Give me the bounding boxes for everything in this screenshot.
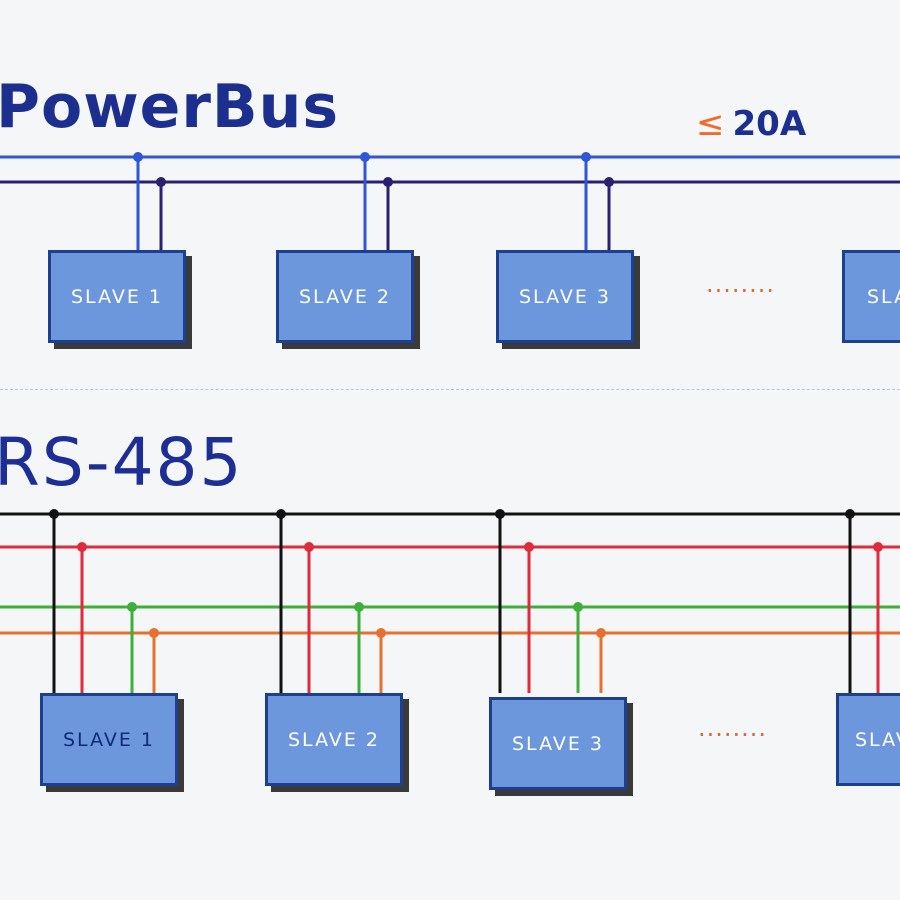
current-limit-label: ≤20A: [696, 104, 806, 144]
rs485-slave-4: SLAV: [836, 693, 900, 786]
current-limit-value: 20A: [732, 104, 807, 144]
powerbus-title: PowerBus: [0, 72, 340, 142]
rs485-slave-2: SLAVE 2: [265, 693, 403, 786]
powerbus-ellipsis: ........: [706, 270, 776, 298]
rs485-title: RS-485: [0, 424, 244, 501]
powerbus-slave-1: SLAVE 1: [48, 250, 186, 343]
junction-dot: [354, 602, 364, 612]
junction-dot: [133, 152, 143, 162]
junction-dot: [304, 542, 314, 552]
junction-dot: [524, 542, 534, 552]
junction-dot: [604, 177, 614, 187]
junction-dot: [49, 509, 59, 519]
junction-dot: [573, 602, 583, 612]
rs485-slave-1: SLAVE 1: [40, 693, 178, 786]
rs485-slave-3: SLAVE 3: [489, 697, 627, 790]
junction-dot: [873, 542, 883, 552]
rs485-wiring: [0, 509, 900, 693]
junction-dot: [845, 509, 855, 519]
junction-dot: [360, 152, 370, 162]
junction-dot: [383, 177, 393, 187]
rs485-ellipsis: ........: [698, 714, 768, 742]
less-equal-symbol: ≤: [696, 104, 725, 144]
junction-dot: [376, 628, 386, 638]
junction-dot: [596, 628, 606, 638]
junction-dot: [77, 542, 87, 552]
junction-dot: [127, 602, 137, 612]
junction-dot: [581, 152, 591, 162]
powerbus-slave-3: SLAVE 3: [496, 250, 634, 343]
powerbus-slave-2: SLAVE 2: [276, 250, 414, 343]
powerbus-wiring: [0, 152, 900, 250]
section-divider: [0, 389, 900, 390]
junction-dot: [149, 628, 159, 638]
junction-dot: [276, 509, 286, 519]
junction-dot: [156, 177, 166, 187]
powerbus-slave-4: SLA: [842, 250, 900, 343]
junction-dot: [495, 509, 505, 519]
